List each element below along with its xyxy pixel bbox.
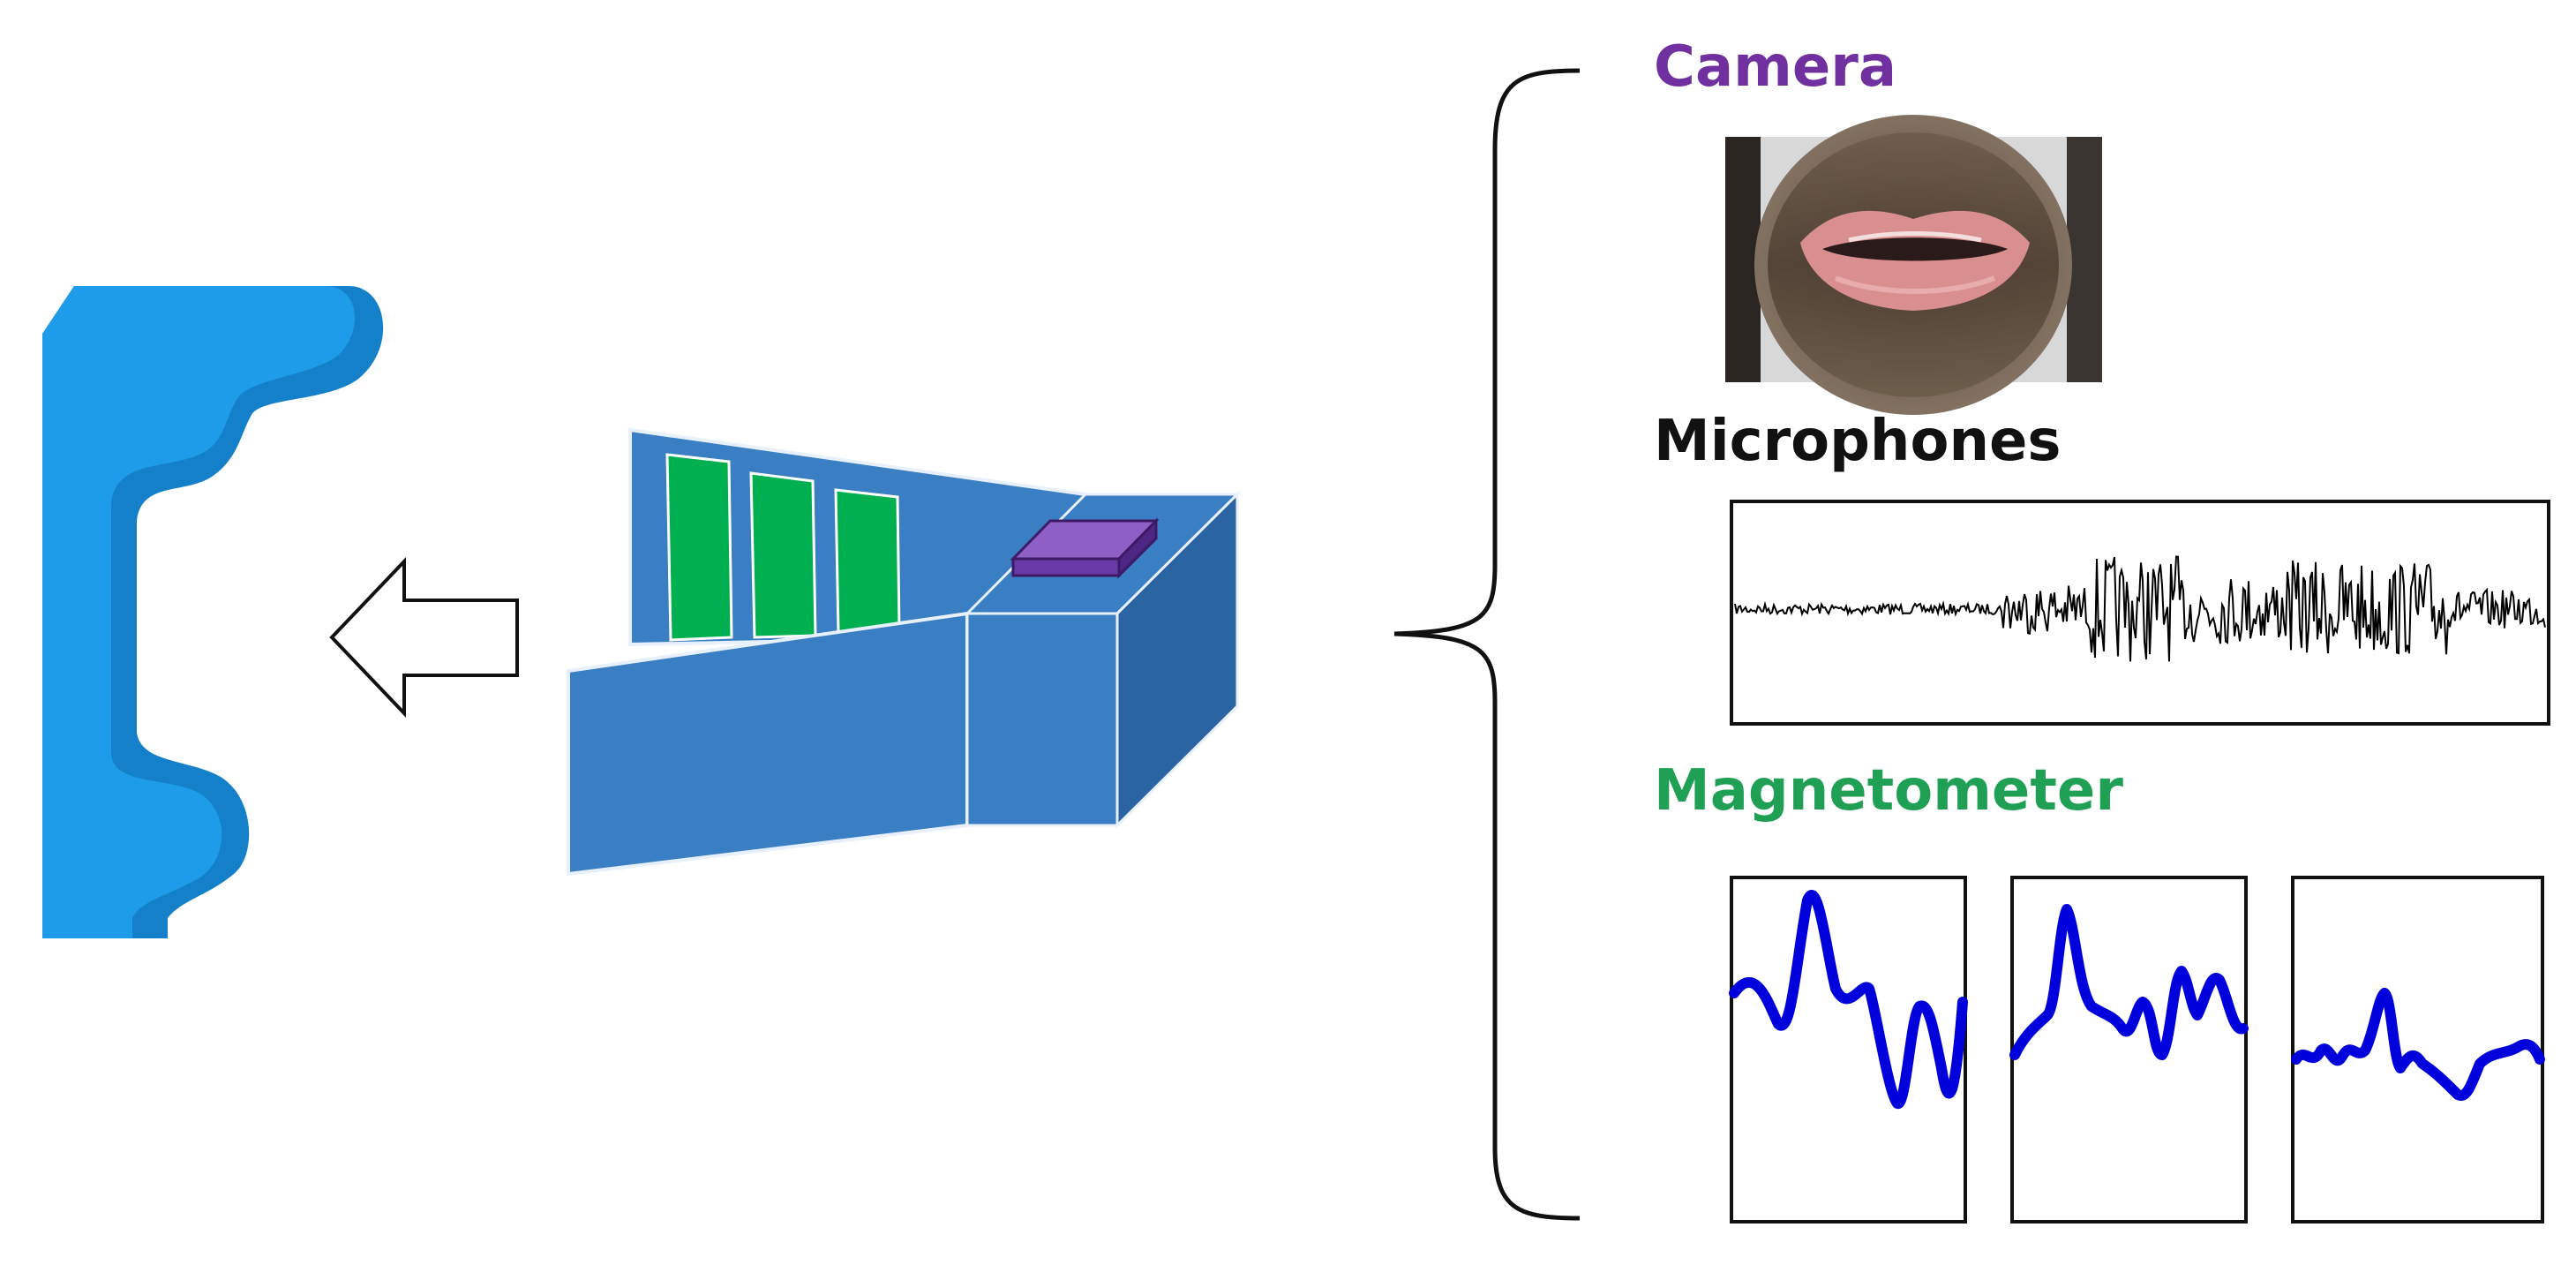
curly-brace-icon xyxy=(1393,68,1581,1221)
magnetometer-plot-3 xyxy=(2291,876,2545,1224)
camera-module-icon xyxy=(1010,517,1160,579)
magnetometer-plot-1 xyxy=(1729,876,1968,1224)
headset-shape-icon xyxy=(42,286,384,938)
magnetometer-label: Magnetometer xyxy=(1654,758,2123,824)
left-arrow-icon xyxy=(329,557,519,718)
sensor-3 xyxy=(834,488,901,635)
magnetometer-plot-2 xyxy=(2009,876,2249,1224)
camera-label: Camera xyxy=(1654,34,1896,100)
device-front-panel xyxy=(567,611,969,877)
microphones-label: Microphones xyxy=(1654,409,2062,474)
mouth-photo xyxy=(1725,115,2102,415)
sensor-2 xyxy=(749,471,817,639)
wearable-device-icon xyxy=(567,427,1241,877)
sensor-1 xyxy=(665,453,733,642)
device-box-side xyxy=(1115,491,1239,829)
device-box-front xyxy=(965,612,1119,827)
microphone-waveform xyxy=(1730,500,2550,726)
